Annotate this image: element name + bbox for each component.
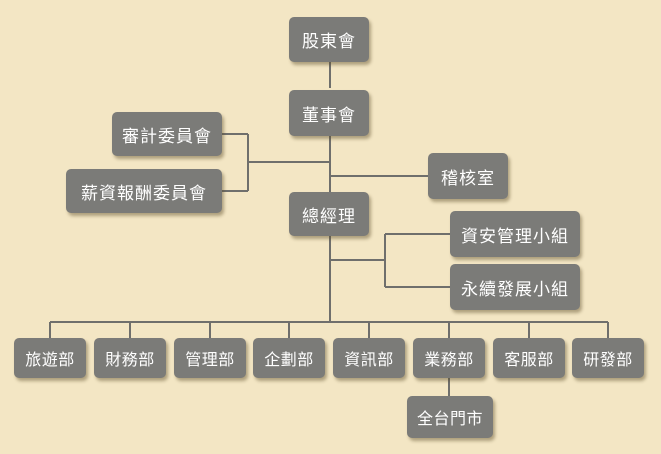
department-box-customer-service: 客服部 <box>493 338 565 378</box>
department-box-travel: 旅遊部 <box>14 338 86 378</box>
department-box-rnd: 研發部 <box>572 338 644 378</box>
stores-box: 全台門市 <box>407 396 493 438</box>
info-security-group-box: 資安管理小組 <box>450 211 580 257</box>
remuneration-committee-box: 薪資報酬委員會 <box>66 169 222 213</box>
general-manager-box: 總經理 <box>289 192 369 236</box>
board-box: 董事會 <box>289 90 369 136</box>
sustainability-group-box: 永續發展小組 <box>450 264 580 310</box>
department-box-sales: 業務部 <box>413 338 485 378</box>
department-box-planning: 企劃部 <box>253 338 325 378</box>
department-box-finance: 財務部 <box>94 338 166 378</box>
audit-office-box: 稽核室 <box>428 153 508 199</box>
audit-committee-box: 審計委員會 <box>112 112 222 156</box>
department-box-management: 管理部 <box>174 338 246 378</box>
shareholders-box: 股東會 <box>289 17 369 62</box>
department-box-it: 資訊部 <box>333 338 405 378</box>
